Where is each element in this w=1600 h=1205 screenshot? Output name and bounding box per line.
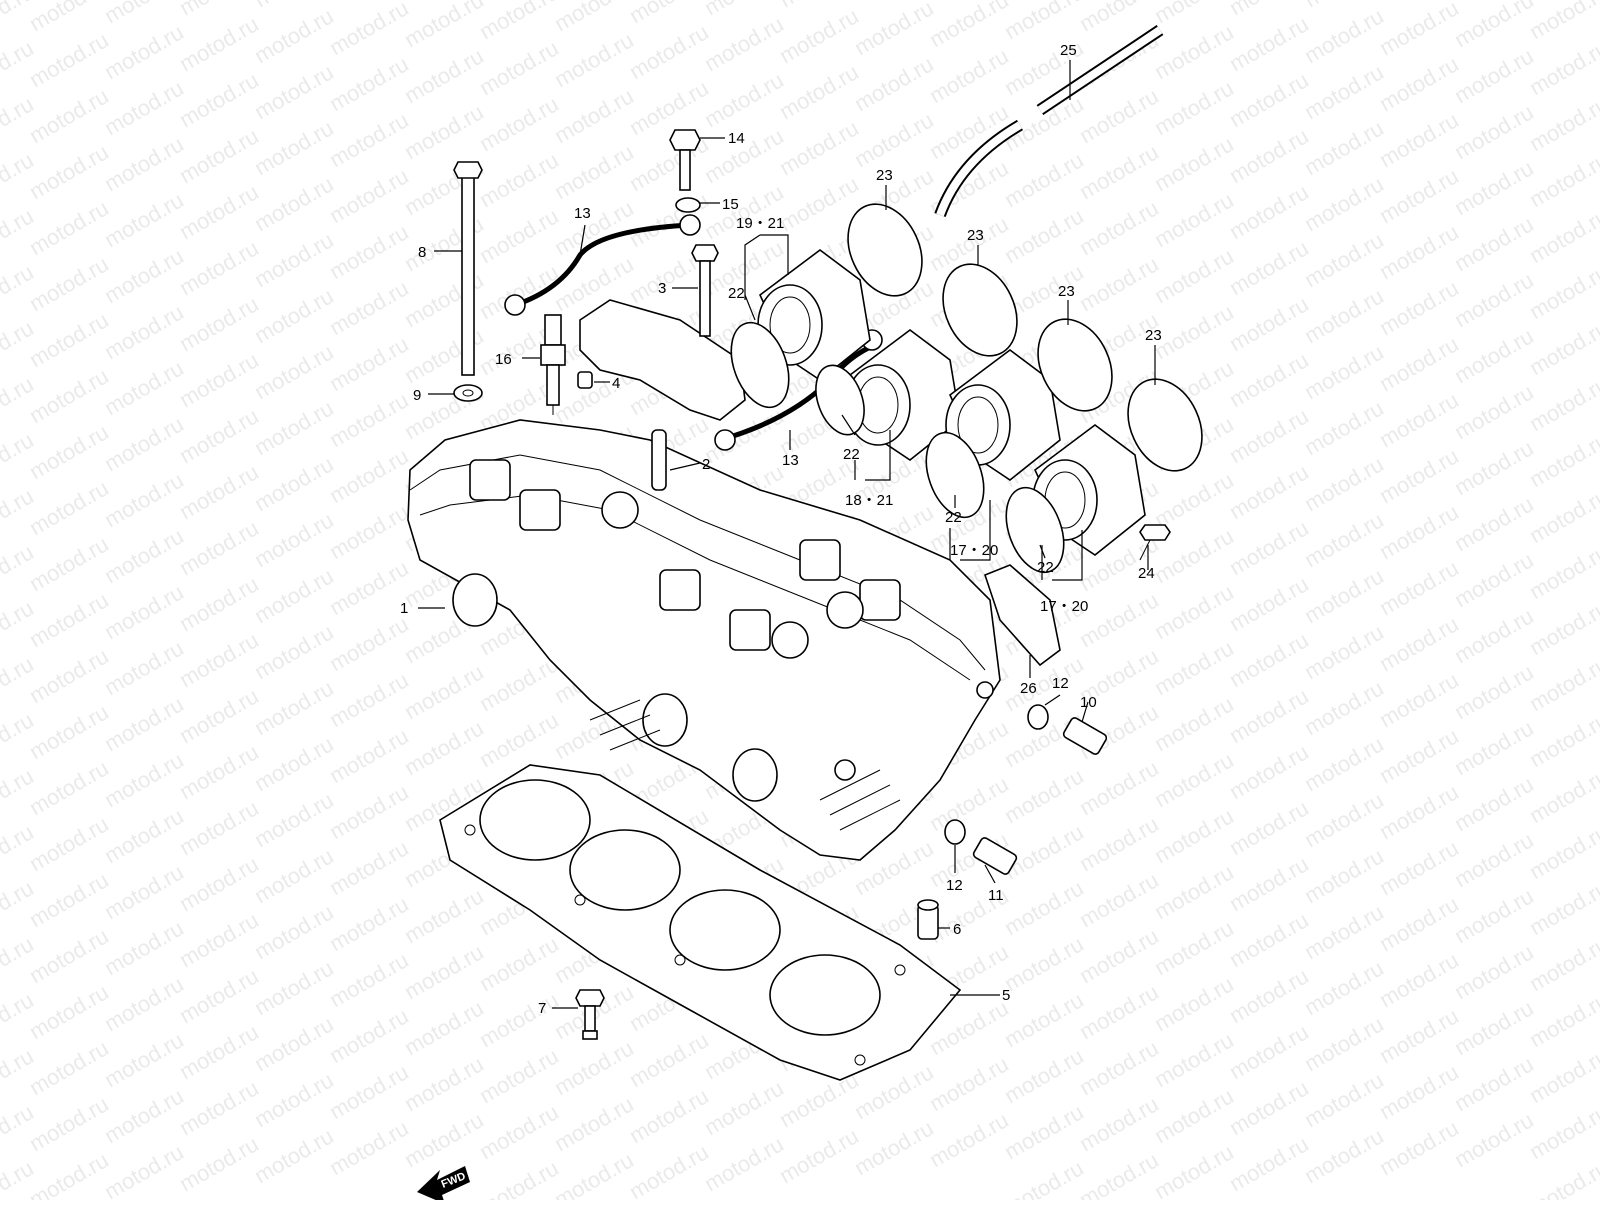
callout-2: 2	[702, 456, 710, 473]
callout-24: 24	[1138, 565, 1155, 582]
callout-11: 11	[988, 887, 1004, 904]
callout-12-upper: 12	[1052, 675, 1069, 692]
watermark-text: motod.ru	[850, 1115, 938, 1180]
watermark-text: motod.ru	[1525, 987, 1600, 1052]
callout-5: 5	[1002, 987, 1010, 1004]
watermark-text: motod.ru	[100, 1139, 188, 1200]
watermark-text: motod.ru	[1525, 595, 1600, 660]
callout-23-a: 23	[876, 167, 893, 184]
callout-9: 9	[413, 387, 421, 404]
watermark-text: motod.ru	[1300, 1123, 1388, 1188]
callout-17-20-left: 17・20	[950, 542, 998, 559]
watermark-text: motod.ru	[1525, 91, 1600, 156]
watermark-text: motod.ru	[1525, 707, 1600, 772]
watermark-text: motod.ru	[1525, 651, 1600, 716]
watermark-text: motod.ru	[175, 1131, 263, 1196]
watermark-text: motod.ru	[1525, 931, 1600, 996]
fwd-arrow-icon	[417, 1166, 470, 1204]
leader-lines	[418, 60, 1156, 1009]
callout-22-a: 22	[728, 285, 745, 302]
watermark-text: motod.ru	[1525, 259, 1600, 324]
callout-3: 3	[658, 280, 666, 297]
callout-19-21: 19・21	[736, 215, 784, 232]
watermark-text: motod.ru	[625, 1139, 713, 1200]
watermark-text: motod.ru	[1525, 315, 1600, 380]
callout-10: 10	[1080, 694, 1097, 711]
watermark-text: motod.ru	[1450, 1107, 1538, 1172]
callout-18-21: 18・21	[845, 492, 893, 509]
callout-25: 25	[1060, 42, 1077, 59]
watermark-text: motod.ru	[1525, 427, 1600, 492]
callout-23-d: 23	[1145, 327, 1162, 344]
callout-13-lower: 13	[782, 452, 799, 469]
cylinder-head-drawing: FWD	[407, 25, 1203, 1204]
watermark-text: motod.ru	[775, 1123, 863, 1188]
watermark-text: motod.ru	[925, 1107, 1013, 1172]
watermark-text: motod.ru	[1525, 483, 1600, 548]
watermark-text: motod.ru	[700, 1131, 788, 1196]
watermark-text: motod.ru	[325, 1115, 413, 1180]
callout-7: 7	[538, 1000, 546, 1017]
watermark-text: motod.ru	[1525, 539, 1600, 604]
callout-1: 1	[400, 600, 408, 617]
callout-12-lower: 12	[946, 877, 963, 894]
callout-22-b: 22	[843, 446, 860, 463]
watermark-text: motod.ru	[400, 1107, 488, 1172]
watermark-text: motod.ru	[1525, 763, 1600, 828]
callout-13-upper: 13	[574, 205, 591, 222]
callout-22-c: 22	[945, 509, 962, 526]
callout-16: 16	[495, 351, 512, 368]
callout-17-20-right: 17・20	[1040, 598, 1088, 615]
callout-15: 15	[722, 196, 739, 213]
callout-labels: 1 2 3 4 5 6 7 8 9 10 11 12 12 13 13 14 1…	[400, 42, 1162, 1017]
watermark-text: motod.ru	[1150, 1139, 1238, 1200]
watermark-text: motod.ru	[1375, 1115, 1463, 1180]
watermark-text: motod.ru	[250, 1123, 338, 1188]
callout-6: 6	[953, 921, 961, 938]
watermark-text: motod.ru	[1525, 1099, 1600, 1164]
callout-23-c: 23	[1058, 283, 1075, 300]
callout-14: 14	[728, 130, 745, 147]
callout-22-d: 22	[1037, 559, 1054, 576]
watermark-text: motod.ru	[1525, 147, 1600, 212]
watermark-text: motod.ru	[1525, 1043, 1600, 1108]
callout-26: 26	[1020, 680, 1037, 697]
callout-4: 4	[612, 375, 620, 392]
watermark-text: motod.ru	[1525, 35, 1600, 100]
callout-23-b: 23	[967, 227, 984, 244]
watermark-text: motod.ru	[1525, 371, 1600, 436]
watermark-text: motod.ru	[1525, 203, 1600, 268]
watermark-text: motod.ru	[1525, 819, 1600, 884]
watermark-text: motod.ru	[1225, 1131, 1313, 1196]
watermark-text: motod.ru	[1525, 875, 1600, 940]
callout-8: 8	[418, 244, 426, 261]
